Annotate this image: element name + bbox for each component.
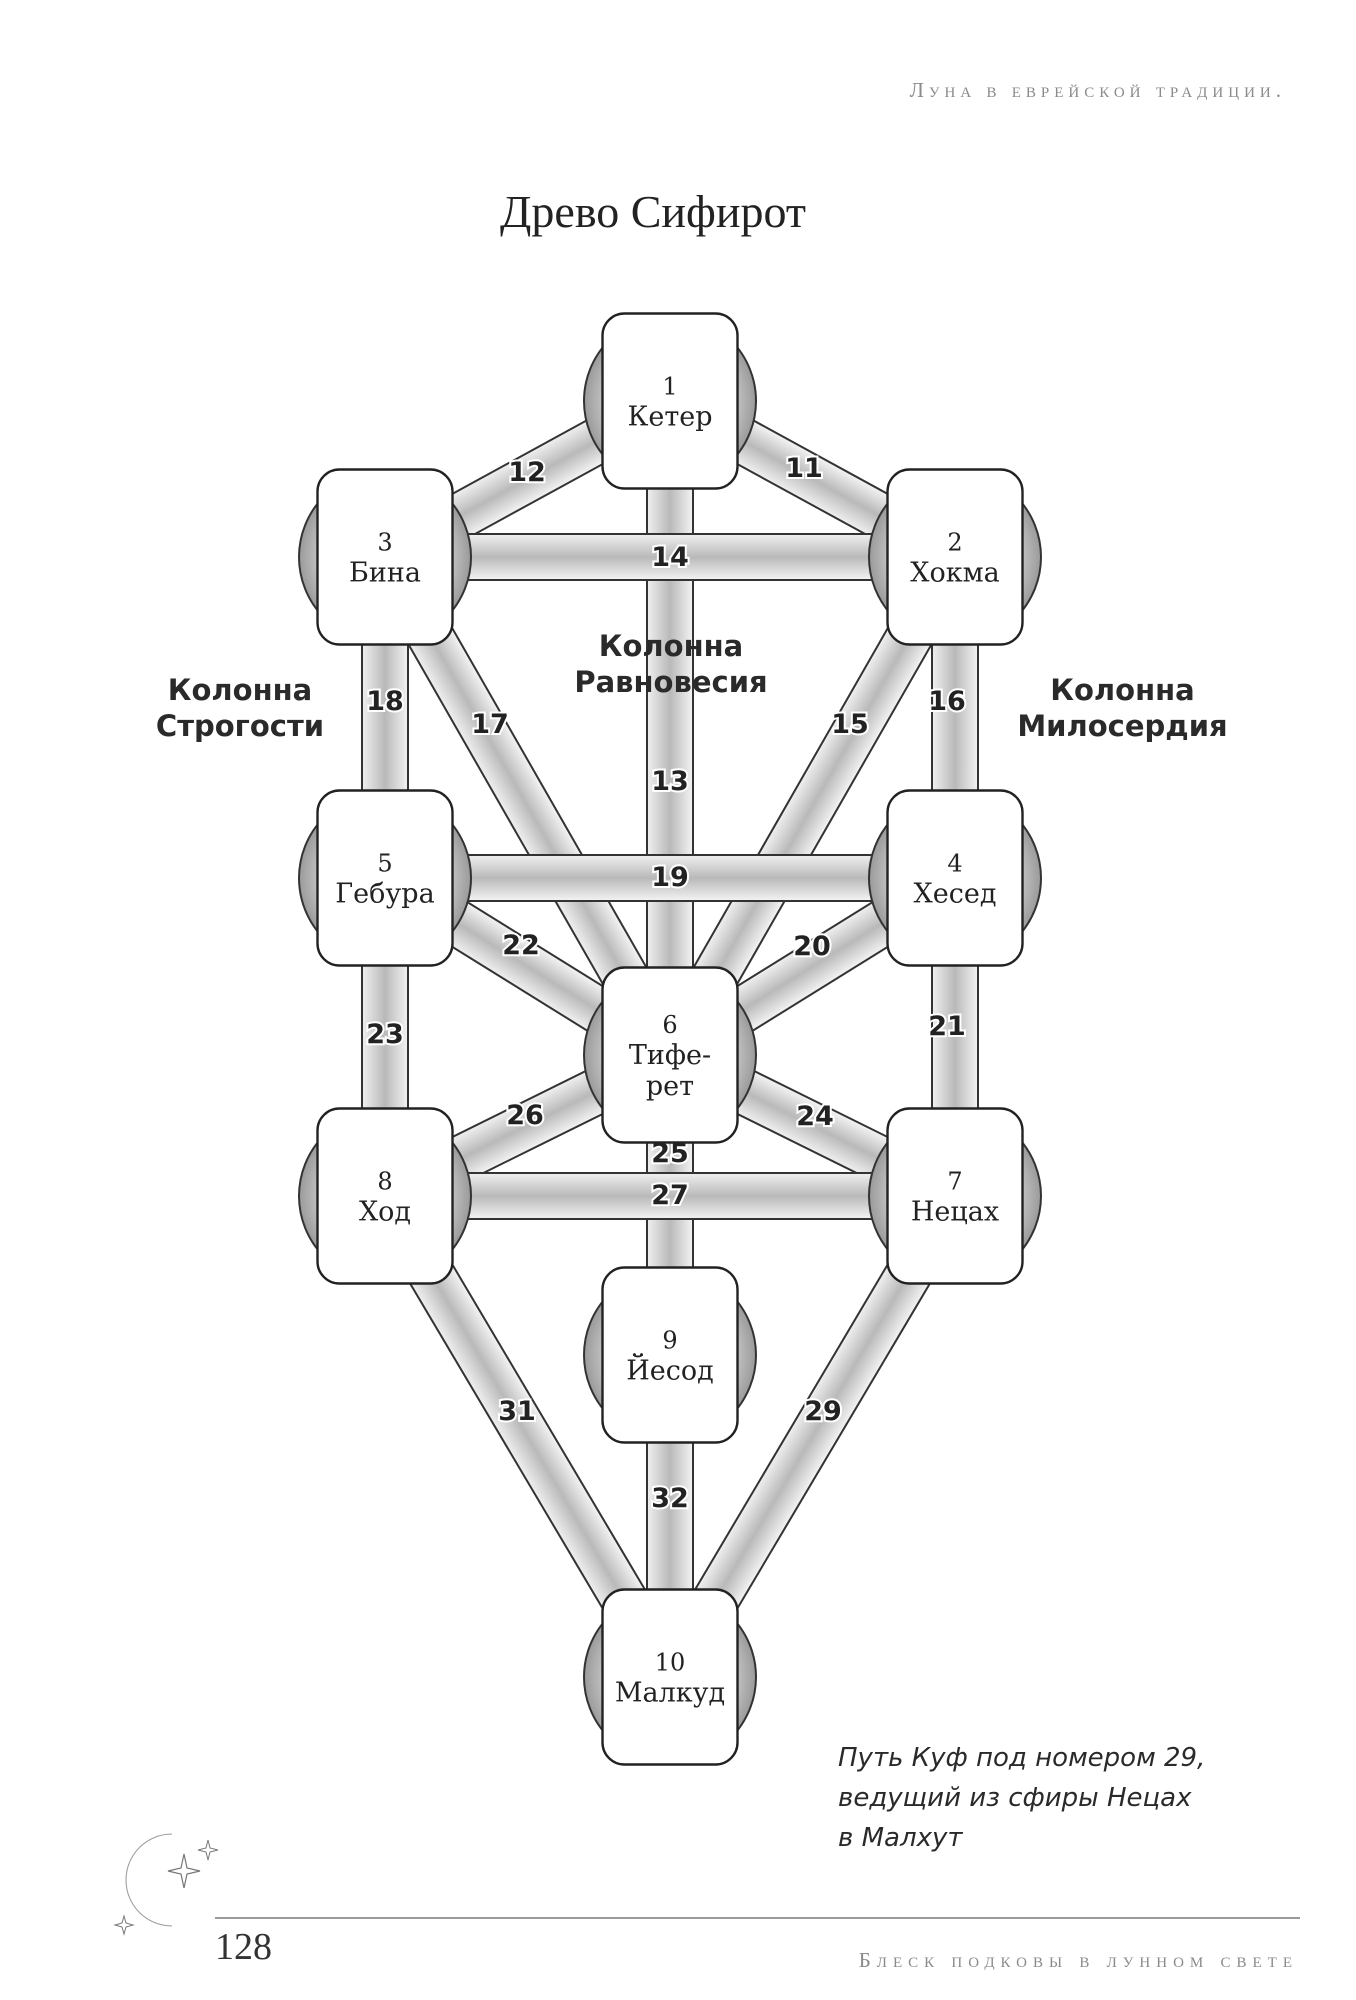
sephira-number-4: 4 [947,850,962,878]
path-label-19: 19 [651,862,689,893]
path-label-23: 23 [366,1019,404,1050]
column-mercy-line-1: Колонна [1050,673,1195,707]
sephira-name-9: Йесод [626,1353,714,1387]
sephira-number-10: 10 [655,1649,686,1677]
path-label-12: 12 [508,457,546,488]
sephira-name-3: Бина [349,558,421,589]
sephira-box-9 [601,1266,739,1444]
path-label-29: 29 [804,1396,842,1427]
path-label-15: 15 [831,709,869,740]
sephira-box-10 [601,1588,739,1766]
sephira-box-6 [601,966,739,1144]
column-severity-line-1: Колонна [167,673,313,707]
sephira-name-6: рет [646,1071,694,1102]
column-balance-label: Колонна Равновесия [556,628,786,700]
sephira-number-2: 2 [947,529,962,557]
sephira-name-5: Гебура [335,879,434,910]
sephira-number-5: 5 [377,850,392,878]
path-label-14: 14 [651,542,689,573]
page-number: 128 [215,1926,272,1968]
path-27 [384,1172,956,1220]
sephira-box-5 [316,789,454,967]
column-balance-line-2: Равновесия [574,665,768,699]
column-mercy-label: Колонна Милосердия [1000,672,1245,744]
column-severity-line-2: Строгости [155,709,325,743]
path-label-32: 32 [651,1483,689,1514]
path-label-31: 31 [498,1396,536,1427]
sephira-name-8: Ход [359,1197,411,1228]
path-label-18: 18 [366,686,404,717]
path-label-24: 24 [796,1101,834,1132]
sephira-number-1: 1 [662,373,677,401]
sephira-name-10: Малкуд [615,1678,725,1709]
column-severity-label: Колонна Строгости [140,672,340,744]
sephira-box-1 [601,312,739,490]
sephira-name-4: Хесед [914,879,997,910]
path-13 [646,400,694,1056]
path-label-17: 17 [471,709,509,740]
path-label-20: 20 [793,931,831,962]
footer-rule [215,1917,1300,1919]
sephira-name-7: Нецах [911,1197,999,1228]
caption-line-2: ведущий из сфиры Нецах [838,1783,1192,1813]
column-mercy-line-2: Милосердия [1017,709,1228,743]
figure-caption: Путь Куф под номером 29, ведущий из сфир… [838,1738,1258,1858]
diagram-title: Древо Сифирот [500,186,806,237]
path-label-16: 16 [928,686,966,717]
caption-line-3: в Малхут [838,1823,963,1853]
sephira-number-7: 7 [947,1168,962,1196]
moon-stars-icon [113,1833,219,1936]
sephira-number-3: 3 [377,529,392,557]
path-label-21: 21 [928,1011,966,1042]
sephira-box-3 [316,468,454,646]
sephira-name-6: Тифе- [629,1040,711,1071]
sephira-name-1: Кетер [627,402,712,433]
sephira-name-2: Хокма [910,558,999,589]
running-header: Луна в еврейской традиции. [909,78,1286,102]
sephira-number-8: 8 [377,1168,392,1196]
sephira-number-6: 6 [662,1011,677,1039]
caption-line-1: Путь Куф под номером 29, [838,1743,1206,1773]
path-label-27: 27 [651,1180,689,1211]
sephira-number-9: 9 [662,1327,677,1355]
path-label-13: 13 [651,766,689,797]
path-label-22: 22 [502,930,540,961]
sephira-box-7 [886,1107,1024,1285]
running-footer: Блеск подковы в лунном свете [858,1948,1298,1972]
sephira-box-8 [316,1107,454,1285]
sephira-box-4 [886,789,1024,967]
path-label-11: 11 [785,453,823,484]
sephira-box-2 [886,468,1024,646]
column-balance-line-1: Колонна [598,629,744,663]
path-label-26: 26 [506,1100,544,1131]
